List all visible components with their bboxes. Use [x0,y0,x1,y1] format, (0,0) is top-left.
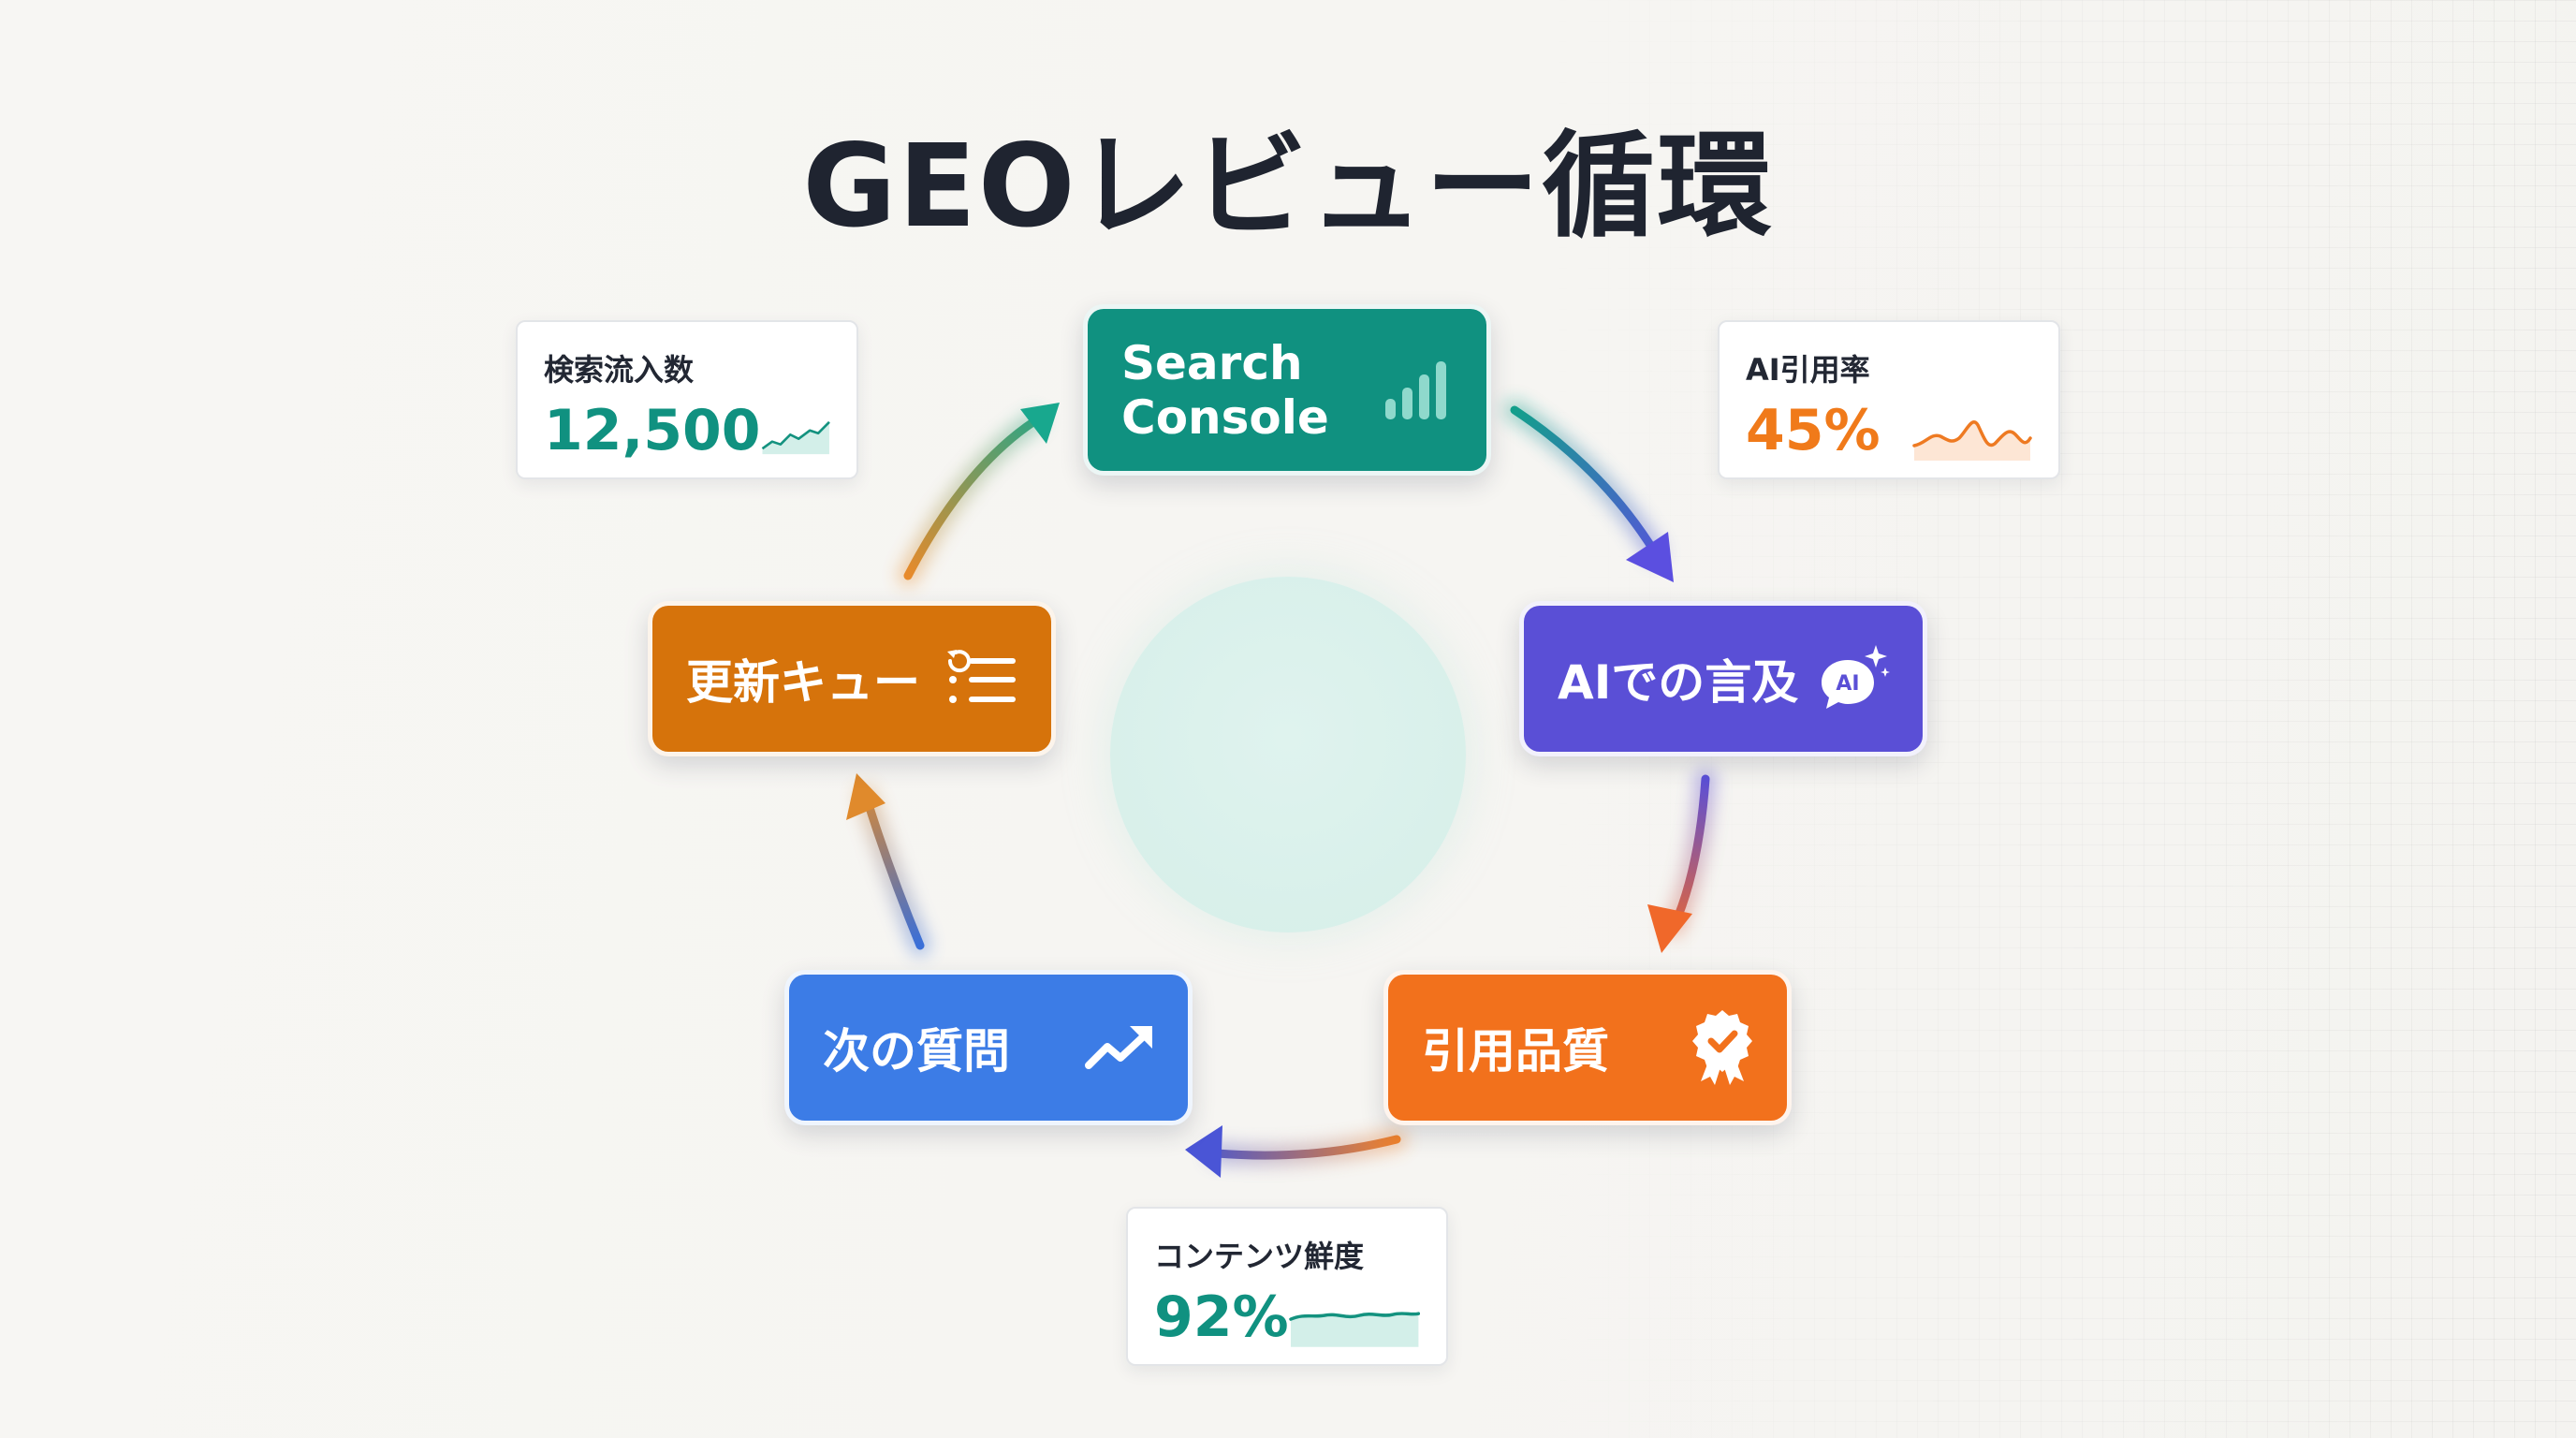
node-citation-quality-label: 引用品質 [1422,1024,1609,1078]
node-update-queue-label: 更新キュー [686,655,920,710]
sparkline-icon [761,420,830,455]
ai-chat-bubble-icon: AI [1816,641,1891,716]
node-ai-mention[interactable]: AIでの言及 AI [1519,601,1927,756]
trending-up-icon [1085,1024,1156,1071]
node-search-console-label: Search Console [1121,335,1329,445]
award-badge-check-icon [1690,1008,1755,1087]
node-next-question[interactable]: 次の質問 [784,970,1193,1125]
node-update-queue[interactable]: 更新キュー [648,601,1056,756]
metric-value: 45% [1746,398,1881,463]
metric-value: 92% [1154,1284,1289,1350]
refresh-list-icon [944,649,1019,709]
node-search-console[interactable]: Search Console [1083,304,1491,476]
bar-chart-icon [1380,358,1455,423]
center-circle [1110,577,1466,932]
node-citation-quality[interactable]: 引用品質 [1383,970,1792,1125]
page-title: GEOレビュー循環 [802,120,1774,253]
metric-card-search-traffic: 検索流入数 12,500 [516,320,858,479]
metric-label: コンテンツ鮮度 [1154,1239,1365,1274]
sparkline-icon [1288,1312,1420,1347]
metric-card-content-freshness: コンテンツ鮮度 92% [1126,1207,1448,1366]
node-ai-mention-label: AIでの言及 [1558,655,1799,710]
metric-label: AI引用率 [1746,352,1870,388]
node-next-question-label: 次の質問 [823,1024,1010,1078]
metric-label: 検索流入数 [544,352,695,388]
metric-card-ai-citation-rate: AI引用率 45% [1718,320,2060,479]
ai-icon-text: AI [1836,672,1859,696]
metric-value: 12,500 [544,398,761,463]
sparkline-icon [1912,420,2032,461]
